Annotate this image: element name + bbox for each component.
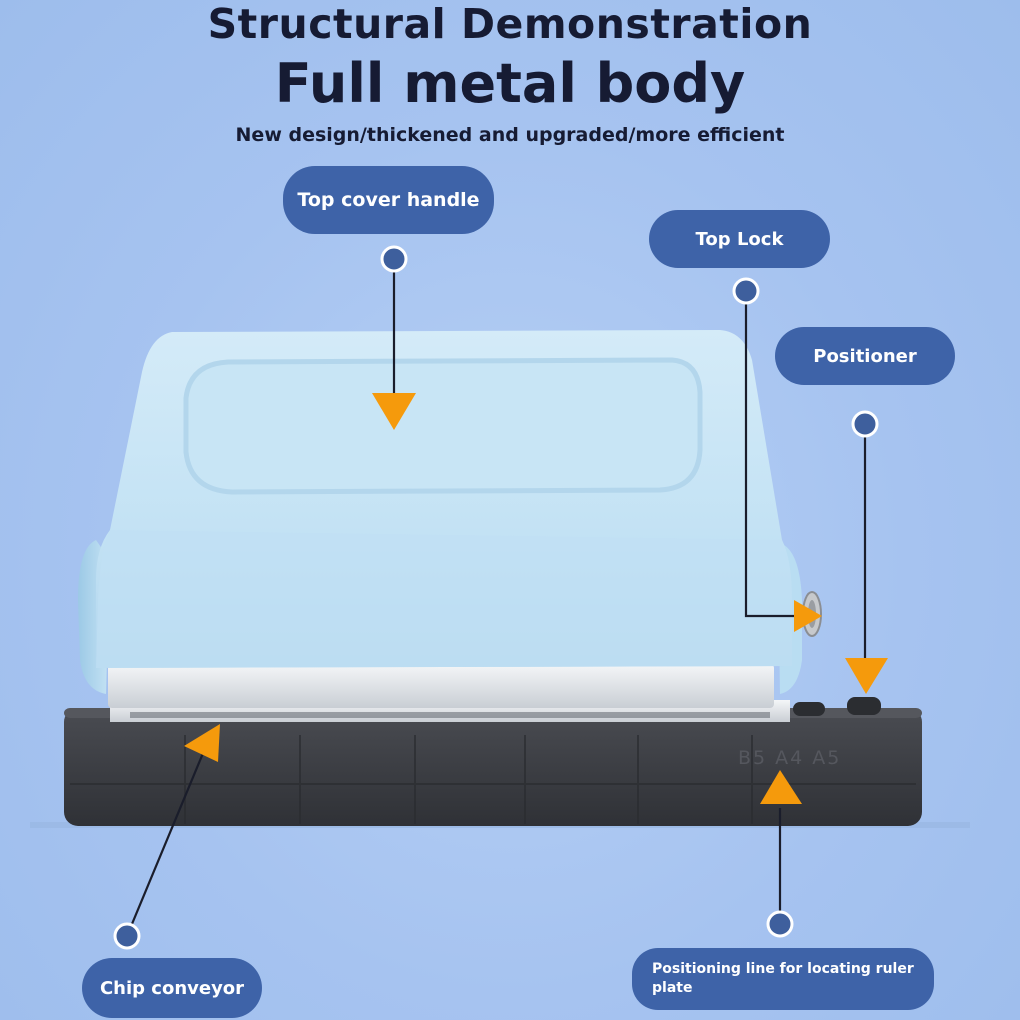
page-subtitle: New design/thickened and upgraded/more e… xyxy=(235,124,785,146)
callout-dots xyxy=(113,245,879,950)
callout-top-lock: Top Lock xyxy=(649,210,830,268)
page-headline: Full metal body xyxy=(274,52,746,115)
paper-slot-gap xyxy=(130,712,770,718)
callout-arrows xyxy=(184,393,888,804)
arrow-top-cover-handle xyxy=(372,393,416,430)
positioner-button-left xyxy=(793,702,825,716)
callout-positioning-line: Positioning line for locating ruler plat… xyxy=(632,948,934,1010)
top-cover-handle-recess xyxy=(183,357,703,495)
dot-top-cover-handle xyxy=(380,245,408,273)
page-title: Structural Demonstration xyxy=(207,0,813,48)
base-body xyxy=(64,708,922,826)
dot-top-lock xyxy=(732,277,760,305)
top-cover-front xyxy=(96,530,792,668)
dot-positioner xyxy=(851,410,879,438)
callout-chip-conveyor: Chip conveyor xyxy=(82,958,262,1018)
base-size-marking: B5 A4 A5 xyxy=(738,747,841,769)
positioner-button-right xyxy=(847,697,881,715)
callout-positioner: Positioner xyxy=(775,327,955,385)
arrow-positioner xyxy=(845,658,888,694)
callout-top-cover-handle: Top cover handle xyxy=(283,166,494,234)
callout-lines xyxy=(125,259,867,937)
dot-positioning-line xyxy=(766,910,794,938)
dot-chip-conveyor xyxy=(113,922,141,950)
arrow-chip-conveyor xyxy=(184,724,220,762)
cover-metal-plate xyxy=(108,664,774,708)
arrow-positioning-line xyxy=(760,770,802,804)
arrow-top-lock xyxy=(794,600,822,632)
